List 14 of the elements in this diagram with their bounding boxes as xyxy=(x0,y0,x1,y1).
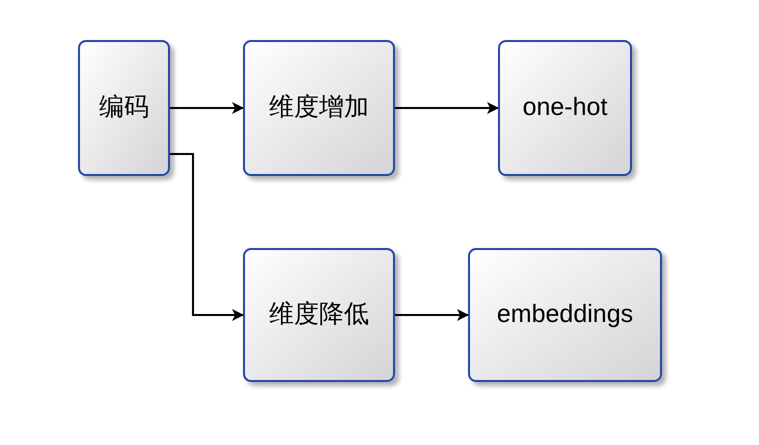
arrow xyxy=(170,153,244,321)
process-box xyxy=(498,40,632,176)
process-box xyxy=(468,248,662,382)
arrow xyxy=(170,102,244,114)
arrow xyxy=(395,102,499,114)
node-label: one-hot xyxy=(522,92,608,124)
process-box xyxy=(243,40,395,176)
process-box xyxy=(243,248,395,382)
process-box xyxy=(78,40,170,176)
node-label: 维度增加 xyxy=(269,92,369,124)
node-label: embeddings xyxy=(496,299,634,330)
node-label: 维度降低 xyxy=(269,299,369,330)
node-label: 编码 xyxy=(99,92,149,124)
arrow xyxy=(395,309,469,321)
